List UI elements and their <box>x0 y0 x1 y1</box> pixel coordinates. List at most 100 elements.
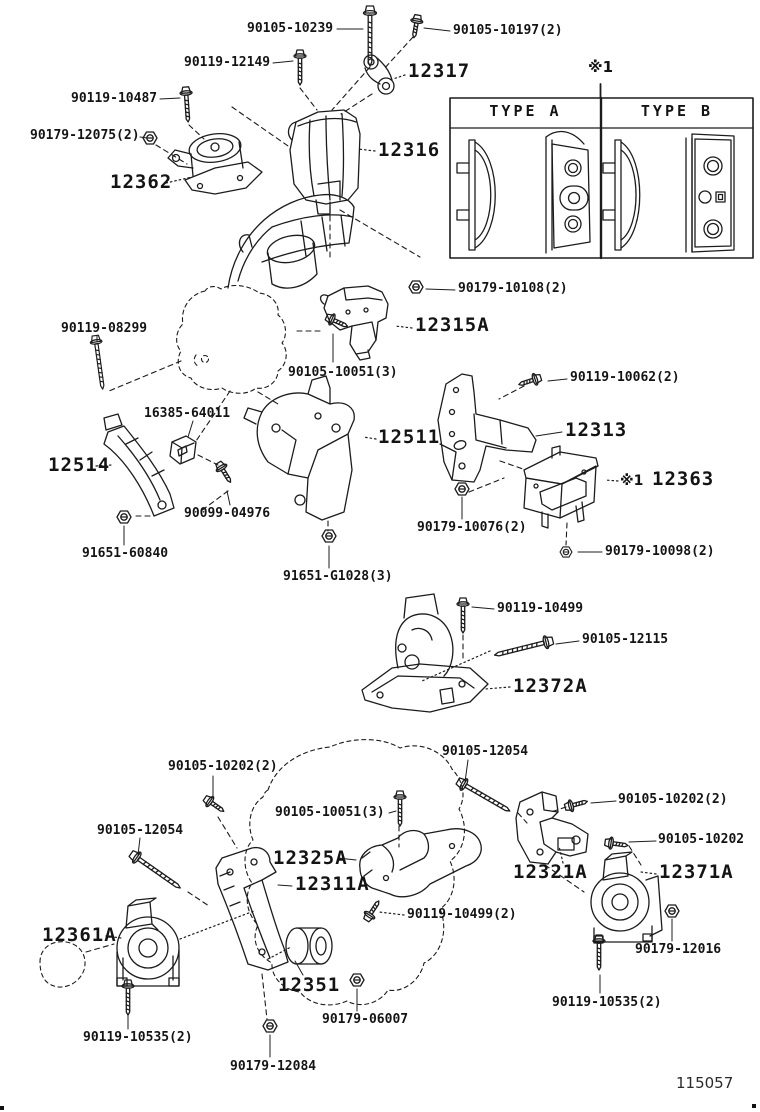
part-12362-mount <box>167 133 263 195</box>
part-label-12316: 12316 <box>378 139 441 161</box>
part-12317-link <box>363 54 395 95</box>
callout-90105-10197: 90105-10197(2) <box>453 23 563 38</box>
nut-icon <box>454 482 470 496</box>
bolt-icon <box>456 597 470 634</box>
part-16385-damper <box>169 435 197 465</box>
type-b-mount-drawing <box>602 133 735 253</box>
callout-90119-10535-left: 90119-10535(2) <box>83 1030 193 1045</box>
callout-90105-12115: 90105-12115 <box>582 632 669 647</box>
bolt-icon <box>360 896 385 925</box>
type-b-header: TYPE B <box>640 102 714 120</box>
callout-91651-60840: 91651-60840 <box>82 546 169 561</box>
part-12311a-bracket <box>215 846 289 971</box>
part-label-12311A: 12311A <box>295 873 370 895</box>
callout-90105-10202-right-lower: 90105-10202 <box>658 832 745 847</box>
part-12371a-mount <box>590 851 663 944</box>
bolt-icon <box>562 794 590 814</box>
part-12313-bracket <box>437 373 537 483</box>
part-12316-bracket <box>287 109 361 215</box>
callout-90119-10535-right: 90119-10535(2) <box>552 995 662 1010</box>
assembly-lines-dashed <box>85 36 642 1020</box>
nut-icon <box>321 529 337 543</box>
part-label-12325A: 12325A <box>273 847 348 869</box>
bolt-icon <box>179 85 195 123</box>
callout-90119-10499-lower: 90119-10499(2) <box>407 907 517 922</box>
callout-90119-10499-upper: 90119-10499 <box>497 601 584 616</box>
part-label-12321A: 12321A <box>513 861 588 883</box>
part-label-12315A: 12315A <box>415 314 490 336</box>
part-label-12511: 12511 <box>378 426 441 448</box>
callout-90105-12054-upper: 90105-12054 <box>442 744 529 759</box>
engine-block-dashed-outline <box>176 284 287 394</box>
callout-16385-64011: 16385-64011 <box>144 406 231 421</box>
nut-icon <box>116 510 132 524</box>
leader-lines-dotted <box>95 74 657 960</box>
part-label-12313: 12313 <box>565 419 628 441</box>
bolt-icon <box>121 979 135 1016</box>
callout-90099-04976: 90099-04976 <box>184 506 271 521</box>
callout-91651-G1028: 91651-G1028(3) <box>283 569 393 584</box>
type-a-header: TYPE A <box>489 102 562 120</box>
part-12363-insulator <box>523 445 599 529</box>
nut-icon <box>349 973 365 987</box>
part-label-12372A: 12372A <box>513 675 588 697</box>
part-12315a-bracket <box>319 285 389 361</box>
callout-90119-10487: 90119-10487 <box>71 91 158 106</box>
callout-90179-12075: 90179-12075(2) <box>30 128 140 143</box>
transmission-dashed-outline <box>39 739 465 1006</box>
bolt-icon <box>407 13 425 40</box>
callout-90105-10051-upper: 90105-10051(3) <box>288 365 398 380</box>
callout-90105-10202-right-upper: 90105-10202(2) <box>618 792 728 807</box>
part-12511-bracket <box>243 375 355 521</box>
part-label-12514: 12514 <box>48 454 111 476</box>
corner-registration-mark <box>752 1104 756 1108</box>
type-comparison-box <box>449 83 754 260</box>
bolt-icon <box>492 633 556 663</box>
part-label-12362: 12362 <box>110 171 173 193</box>
callout-90105-10051-lower: 90105-10051(3) <box>275 805 385 820</box>
callout-90179-12084: 90179-12084 <box>230 1059 317 1074</box>
part-label-12361A: 12361A <box>42 924 117 946</box>
callout-90119-10062: 90119-10062(2) <box>570 370 680 385</box>
bolt-icon <box>393 790 407 827</box>
bolt-icon <box>126 847 185 894</box>
nut-icon <box>408 280 424 294</box>
nut-icon <box>262 1019 278 1033</box>
nut-icon <box>664 904 680 918</box>
callout-90105-10202-left: 90105-10202(2) <box>168 759 278 774</box>
part-12321a-bracket <box>515 791 589 865</box>
nut-icon <box>559 546 573 558</box>
callout-90119-12149: 90119-12149 <box>184 55 271 70</box>
part-12514-arm <box>103 413 175 517</box>
callout-90105-10239: 90105-10239 <box>247 21 334 36</box>
part-label-12317: 12317 <box>408 60 471 82</box>
part-label-12351: 12351 <box>278 974 341 996</box>
part-label-12371A: 12371A <box>659 861 734 883</box>
figure-number: 115057 <box>676 1074 734 1092</box>
bolt-icon <box>603 835 630 853</box>
bolt-icon <box>212 458 237 487</box>
bolt-icon <box>592 934 606 971</box>
type-a-mount-drawing <box>456 130 591 254</box>
part-label-12363: 12363 <box>652 468 715 490</box>
callout-90179-10108: 90179-10108(2) <box>458 281 568 296</box>
part-12361a-mount <box>116 897 180 987</box>
callout-90119-08299: 90119-08299 <box>61 321 148 336</box>
bolt-icon <box>88 334 110 391</box>
bolt-icon <box>200 792 228 817</box>
callout-90179-06007: 90179-06007 <box>322 1012 409 1027</box>
marker-12363: ※1 <box>620 473 644 489</box>
callout-90179-10076: 90179-10076(2) <box>417 520 527 535</box>
leader-lines-solid <box>96 27 673 1058</box>
corner-registration-mark <box>0 1106 4 1110</box>
callout-90179-12016: 90179-12016 <box>635 942 722 957</box>
part-12372a-mount <box>361 593 489 713</box>
part-12325a-plate <box>359 828 482 898</box>
bolt-icon <box>323 310 351 333</box>
callout-90179-10098: 90179-10098(2) <box>605 544 715 559</box>
type-box-marker: ※1 <box>588 58 614 76</box>
part-12351-bushing <box>285 927 333 965</box>
engine-silhouette <box>227 193 355 289</box>
